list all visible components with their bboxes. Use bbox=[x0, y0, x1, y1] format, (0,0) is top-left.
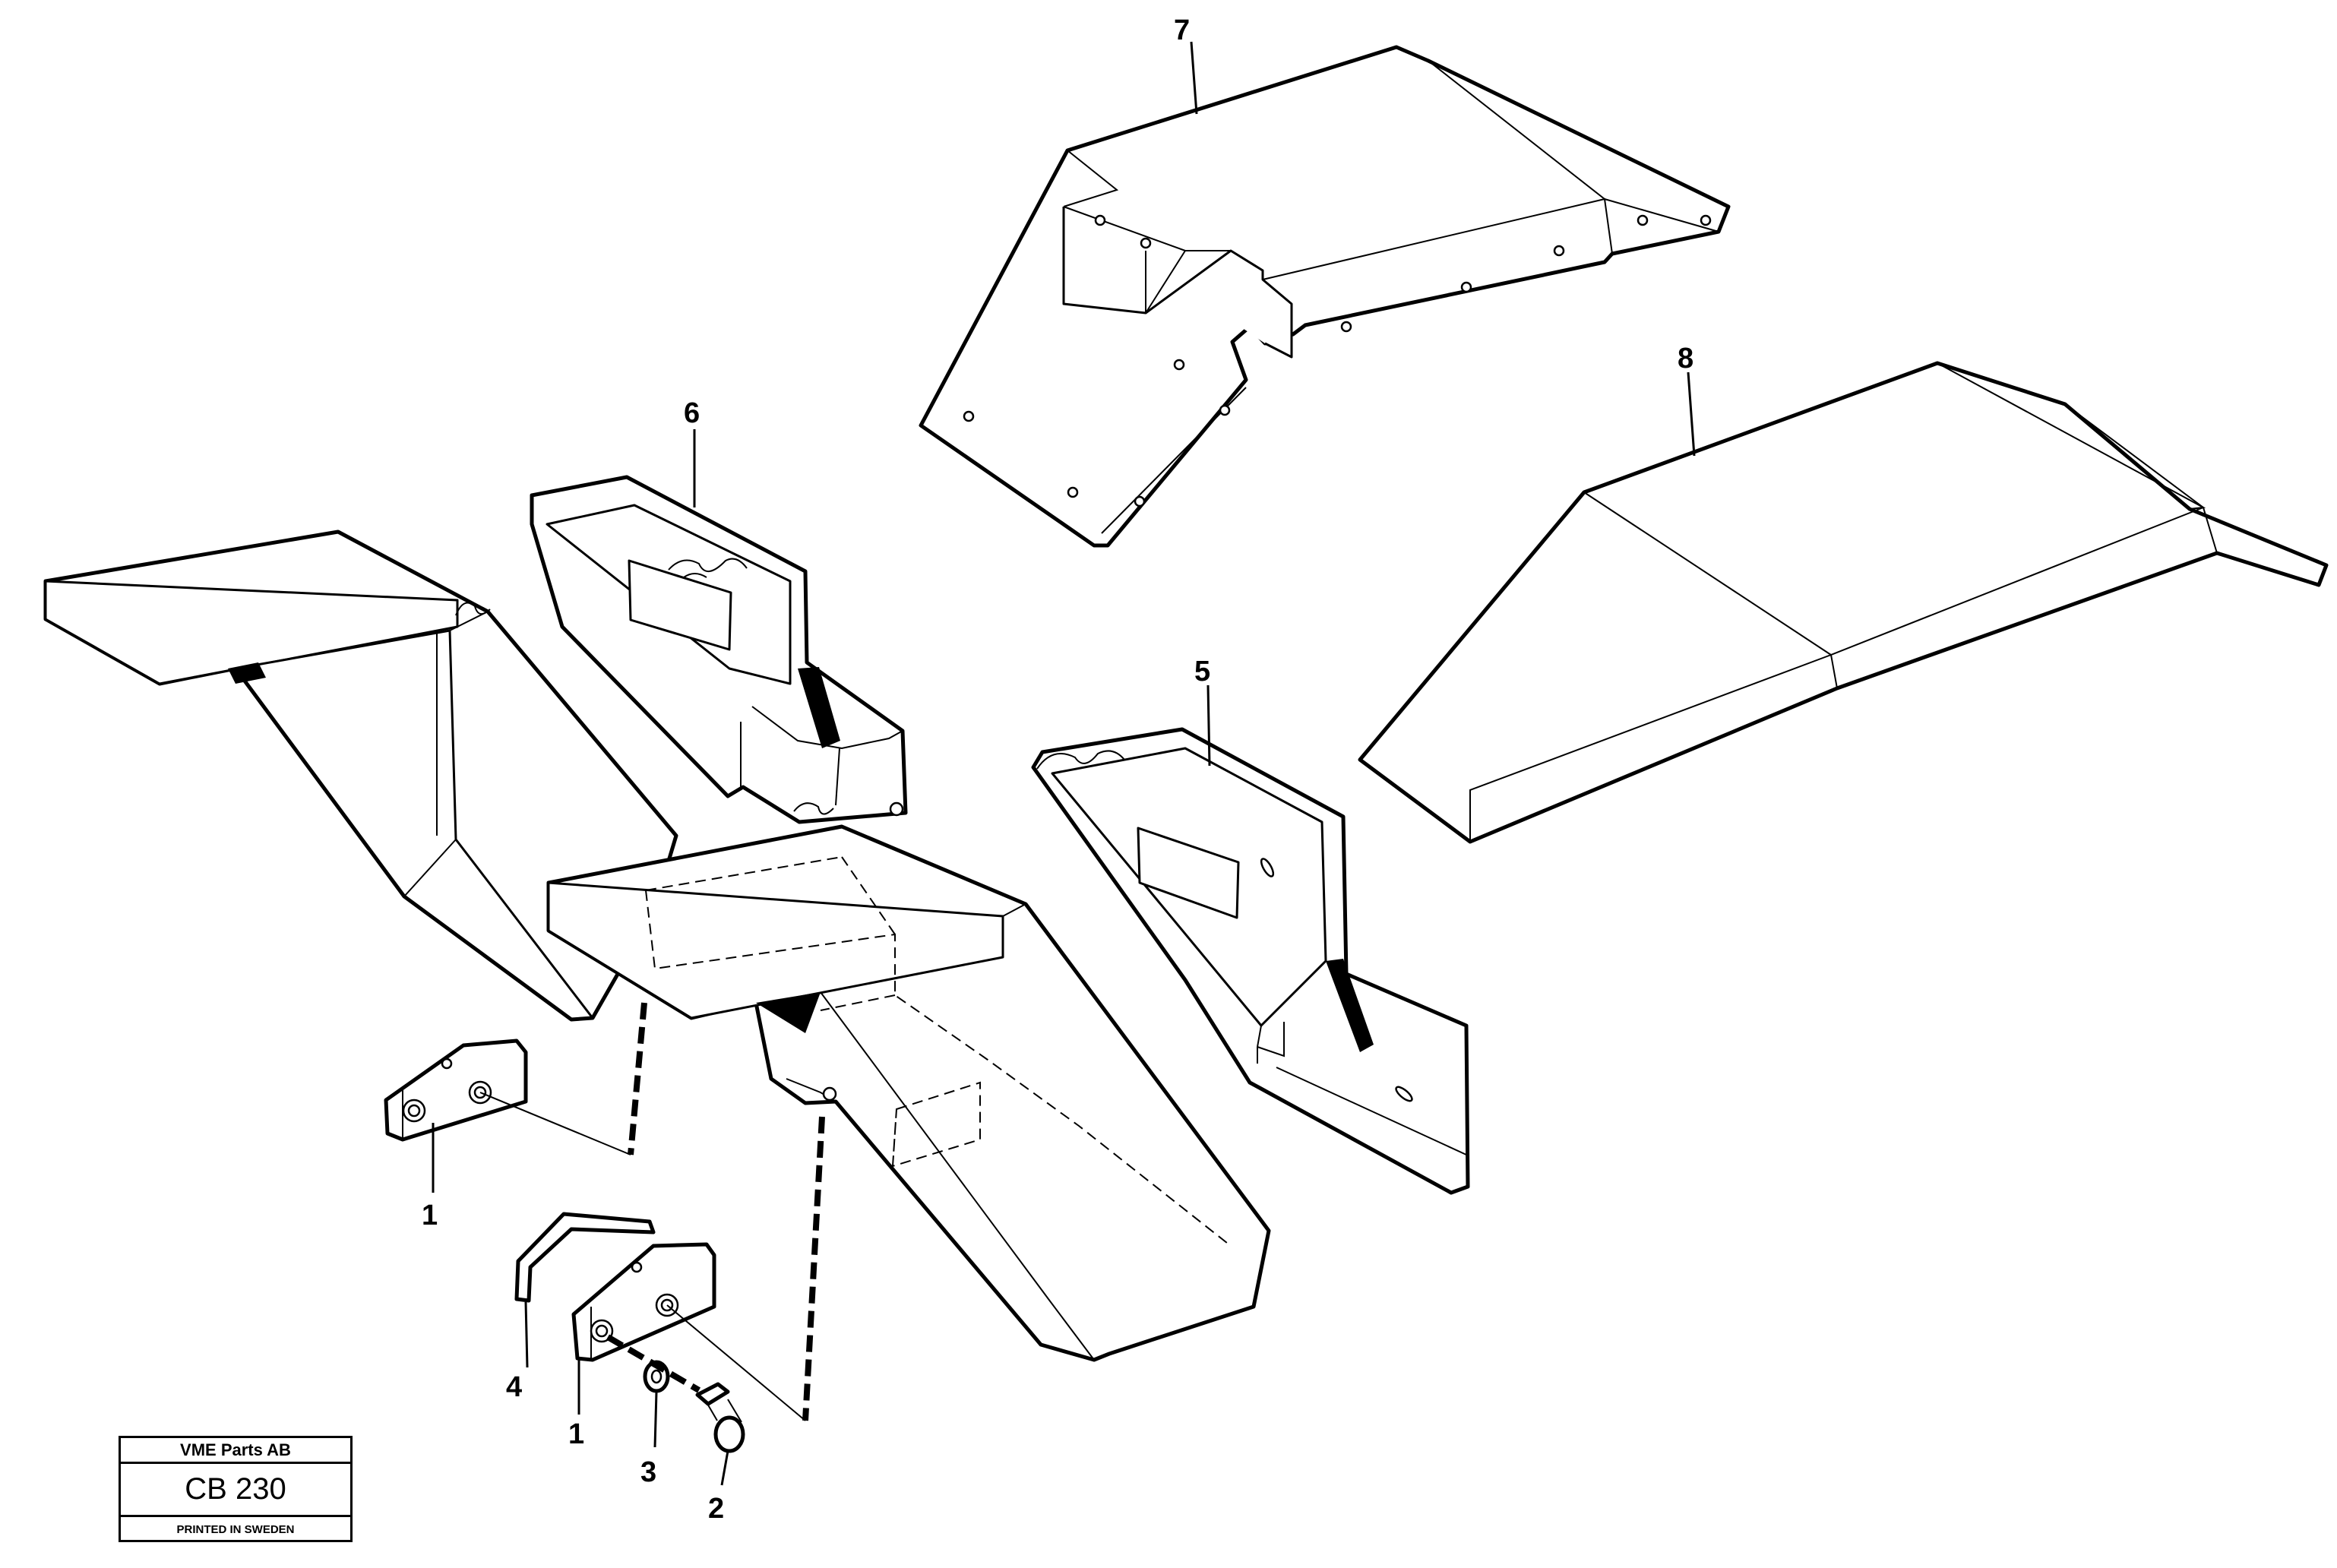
title-block-company: VME Parts AB bbox=[121, 1438, 350, 1464]
callout-1-upper: 1 bbox=[422, 1200, 438, 1231]
assembly-line-upper-lead bbox=[479, 1092, 631, 1155]
step-left bbox=[43, 530, 678, 1022]
callout-5: 5 bbox=[1194, 656, 1210, 688]
bolt-path bbox=[606, 1334, 701, 1393]
part-1-plate-upper bbox=[384, 1038, 528, 1142]
callout-1-lower: 1 bbox=[568, 1418, 584, 1450]
callout-3: 3 bbox=[640, 1456, 656, 1488]
part-6-bracket bbox=[530, 475, 908, 824]
title-block: VME Parts AB CB 230 PRINTED IN SWEDEN bbox=[119, 1436, 353, 1542]
callout-leaders bbox=[432, 41, 1696, 1486]
part-8-fender bbox=[1358, 361, 2329, 844]
title-block-code: CB 230 bbox=[121, 1464, 350, 1517]
part-1-plate-lower bbox=[571, 1242, 716, 1362]
assembly-line-lower bbox=[802, 1116, 825, 1421]
title-block-printed: PRINTED IN SWEDEN bbox=[176, 1523, 295, 1536]
callout-7: 7 bbox=[1174, 14, 1190, 46]
step-center bbox=[546, 802, 1271, 1362]
part-5-bracket bbox=[1031, 727, 1470, 1195]
callout-4: 4 bbox=[506, 1371, 522, 1403]
part-7-fender bbox=[919, 45, 1731, 548]
assembly-line-lower-lead bbox=[666, 1304, 806, 1421]
callout-8: 8 bbox=[1678, 343, 1693, 375]
callout-2: 2 bbox=[708, 1493, 724, 1525]
part-2-bolt bbox=[695, 1382, 745, 1453]
callout-6: 6 bbox=[684, 397, 700, 429]
assembly-line-upper bbox=[628, 1002, 647, 1155]
part-4-shim bbox=[514, 1212, 656, 1303]
